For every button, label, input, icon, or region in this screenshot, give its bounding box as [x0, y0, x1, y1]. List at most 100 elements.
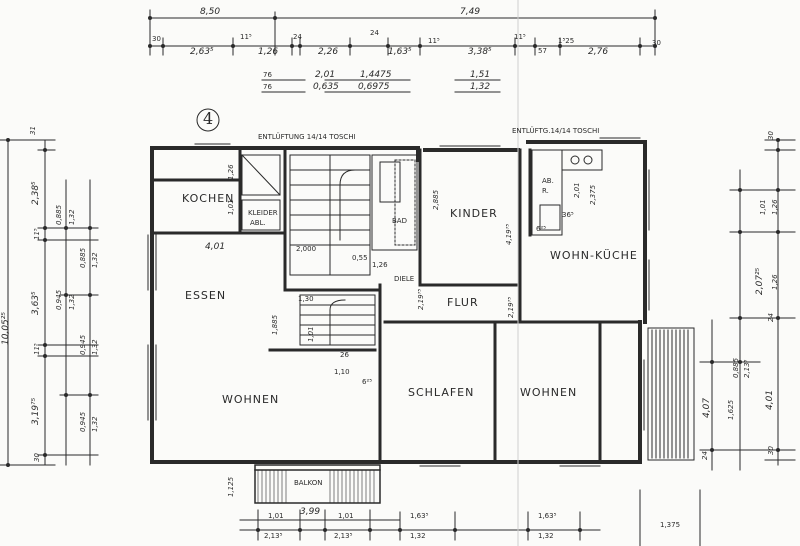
dim-interior: 0,55 [352, 254, 368, 262]
dim-right-chain: 1,26 [771, 274, 779, 290]
dim-bottom-lower: 2,13⁵ [334, 532, 353, 540]
dim-interior: 6²⁵ [536, 225, 547, 233]
dim-top-pair-lower: 1,32 [470, 82, 491, 92]
dim-right-chain: 2,07²⁵ [755, 267, 765, 295]
kitchen-equipment-right [531, 149, 603, 236]
room-bad: BAD [392, 217, 407, 225]
dim-bottom-upper: 1,63⁵ [538, 512, 557, 520]
dim-top-overall-right: 7,49 [460, 7, 481, 17]
dim-bottom-upper: 1,375 [660, 521, 681, 529]
dim-right-chain: 30 [767, 131, 775, 140]
dim-right-chain: 30 [767, 446, 775, 455]
room-kleider-2: ABL. [250, 219, 266, 227]
dim-interior: 1,26 [227, 164, 235, 180]
dim-left-secondary: 0,945 [79, 411, 87, 432]
dim-top-chain: 2,63⁵ [190, 47, 214, 57]
staircase [289, 154, 376, 346]
room-kleider-1: KLEIDER [248, 209, 278, 217]
dim-left-secondary: 1,32 [91, 416, 99, 432]
balcony [254, 464, 381, 504]
dim-bottom-upper: 1,63⁵ [410, 512, 429, 520]
dim-left-chain: 31 [29, 126, 37, 135]
dim-left-secondary: 0,885 [55, 204, 63, 225]
dim-top-chain: 30 [152, 35, 161, 43]
dim-interior: 4,19⁷⁵ [505, 223, 513, 245]
dim-interior: 2,01 [573, 182, 581, 198]
dim-bottom-lower: 1,32 [538, 532, 554, 540]
interior-walls [153, 148, 642, 464]
dim-bottom-upper: 3,99 [300, 507, 321, 517]
dim-bottom-upper: 1,01 [338, 512, 354, 520]
dim-interior: 4,01 [205, 242, 226, 252]
dim-interior: 1,30 [298, 295, 314, 303]
room-kochen: KOCHEN [182, 192, 235, 205]
dim-interior: 1,125 [227, 476, 235, 497]
outer-walls [150, 140, 647, 464]
room-wohnen-right: WOHNEN [520, 386, 578, 399]
dim-right-chain: 4,01 [765, 389, 775, 410]
dim-top-chain: 30 [652, 39, 661, 47]
dim-top-chain: 1⁵25 [558, 37, 575, 45]
room-wohnen-left: WOHNEN [222, 393, 280, 406]
room-ab-1: AB. [542, 177, 554, 185]
dim-top-pair-lower: 0,635 [313, 82, 339, 92]
dim-interior: 36⁵ [562, 211, 574, 219]
dim-top-pair-upper: 1,4475 [360, 70, 392, 80]
dim-left-chain: 3,63⁵ [31, 291, 41, 315]
dim-right-secondary: 24 [701, 451, 709, 460]
dim-interior: 2,19⁷⁵ [417, 288, 425, 310]
dim-right-chain: 1,01 [759, 199, 767, 215]
dim-right-secondary: 4,07 [702, 397, 712, 418]
dim-interior: 2,19⁷⁵ [507, 296, 515, 318]
dim-interior: 26 [340, 351, 349, 359]
dim-right-secondary: 2,13⁵ [743, 359, 751, 378]
dim-interior: 6²⁵ [362, 378, 373, 386]
room-balkon: BALKON [292, 479, 325, 487]
dim-interior: 2,885 [432, 189, 440, 210]
bathroom [371, 154, 418, 251]
dim-interior: 2,375 [589, 184, 597, 205]
right-terrace [647, 327, 695, 461]
dim-left-secondary: 0,945 [79, 334, 87, 355]
dim-top-chain: 11⁵ [514, 33, 526, 41]
dim-interior: 1,10 [334, 368, 350, 376]
windows [147, 137, 650, 467]
dim-interior: 1,01 [227, 199, 235, 215]
dim-left-secondary: 1,32 [91, 339, 99, 355]
room-diele: DIELE [394, 275, 415, 283]
room-ab-2: R. [542, 187, 549, 195]
room-essen: ESSEN [185, 289, 227, 302]
dim-top-chain: 24 [293, 33, 302, 41]
dim-left-secondary: 1,32 [68, 209, 76, 225]
dim-left-secondary: 1,32 [68, 294, 76, 310]
vent-label-right: ENTLÜFTG.14/14 TOSCHI [512, 127, 600, 135]
room-schlafen: SCHLAFEN [408, 386, 475, 399]
dim-right-chain: 1,26 [771, 199, 779, 215]
dim-right-secondary: 1,625 [727, 399, 735, 420]
dim-top-pair-lower: 76 [263, 83, 272, 91]
sheet-number-circle [196, 108, 220, 132]
dim-interior: 2,000 [296, 245, 317, 253]
vent-label-left: ENTLÜFTUNG 14/14 TOSCHI [258, 133, 356, 141]
dim-interior: 1,01 [307, 326, 315, 342]
dim-top-chain: 24 [370, 29, 379, 37]
dim-left-overall: 10,05²⁵ [1, 312, 11, 345]
dim-bottom-lower: 2,13⁵ [264, 532, 283, 540]
dim-top-chain: 1,26 [258, 47, 279, 57]
dim-left-secondary: 0,945 [55, 289, 63, 310]
dim-top-chain: 3,38⁵ [468, 47, 492, 57]
dim-left-chain: 11⁵ [33, 228, 41, 240]
dim-top-overall-left: 8,50 [200, 7, 221, 17]
room-wohnkueche: WOHN-KÜCHE [550, 249, 638, 262]
bottom-dimension-lines [239, 489, 701, 546]
dim-left-chain: 3,19⁷⁵ [31, 397, 41, 425]
balcony-hatch [257, 469, 375, 504]
dim-left-chain: 30 [33, 453, 41, 462]
dim-bottom-upper: 1,01 [268, 512, 284, 520]
room-kinder: KINDER [450, 207, 498, 220]
dim-interior: 1,26 [372, 261, 388, 269]
dim-top-pair-upper: 2,01 [315, 70, 336, 80]
dim-right-chain: 24 [767, 313, 775, 322]
dim-left-chain: 11⁵ [33, 343, 41, 355]
